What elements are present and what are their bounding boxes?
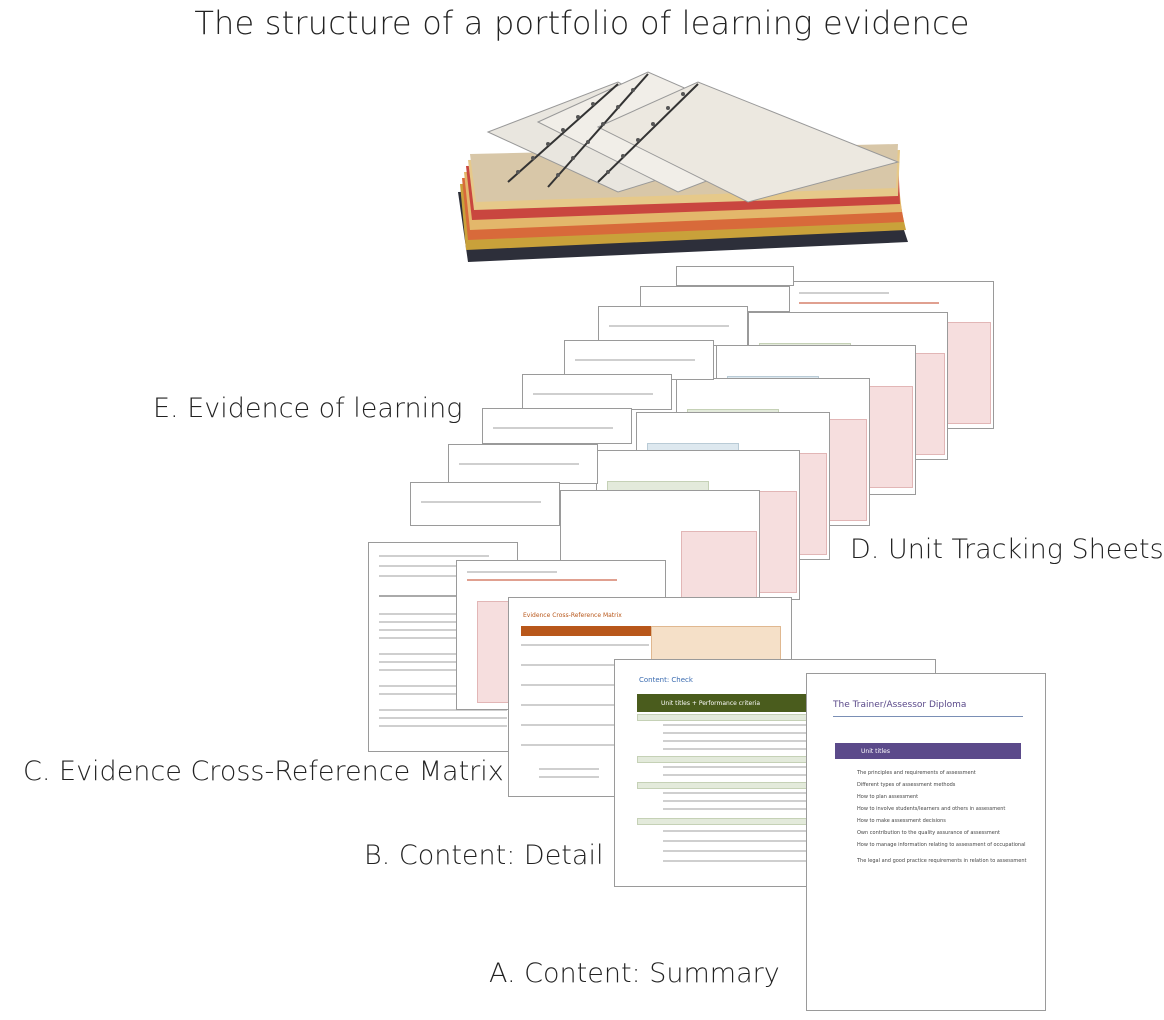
matrix-heading: Evidence Cross-Reference Matrix — [523, 612, 622, 619]
evidence-sheet — [522, 374, 672, 410]
label-cross-reference-matrix: C. Evidence Cross-Reference Matrix — [23, 756, 504, 787]
summary-item: How to plan assessment — [857, 794, 919, 800]
detail-bar-text: Unit titles + Performance criteria — [661, 700, 761, 707]
summary-item: How to manage information relating to as… — [857, 842, 1027, 848]
label-content-summary: A. Content: Summary — [489, 958, 780, 989]
evidence-sheet — [564, 340, 714, 380]
summary-item: Own contribution to the quality assuranc… — [857, 830, 1000, 836]
evidence-sheet — [410, 482, 560, 526]
summary-unit-header: Unit titles — [861, 748, 890, 755]
summary-item: How to make assessment decisions — [857, 818, 946, 824]
portfolio-stack-image — [458, 71, 908, 262]
summary-item: The legal and good practice requirements… — [857, 858, 1027, 864]
label-evidence-of-learning: E. Evidence of learning — [153, 393, 463, 424]
detail-heading: Content: Check — [639, 676, 693, 684]
page-title: The structure of a portfolio of learning… — [194, 4, 970, 42]
evidence-sheet — [482, 408, 632, 444]
label-content-detail: B. Content: Detail — [364, 840, 604, 871]
summary-item: The principles and requirements of asses… — [857, 770, 976, 776]
content-summary-sheet: The Trainer/Assessor Diploma Unit titles… — [806, 673, 1046, 1011]
evidence-sheet — [676, 266, 794, 286]
summary-diploma-title: The Trainer/Assessor Diploma — [833, 700, 967, 710]
summary-item: How to involve students/learners and oth… — [857, 806, 1006, 812]
evidence-sheet — [448, 444, 598, 484]
summary-item: Different types of assessment methods — [857, 782, 956, 788]
label-unit-tracking-sheets: D. Unit Tracking Sheets — [850, 534, 1164, 565]
